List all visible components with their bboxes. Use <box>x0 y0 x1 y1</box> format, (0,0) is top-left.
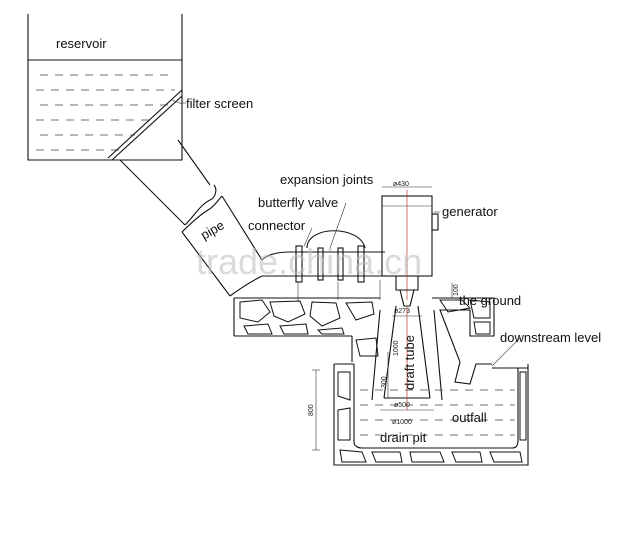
drain-pit <box>333 363 529 466</box>
pipe-label: pipe <box>198 217 227 242</box>
penstock-pipe <box>119 139 291 297</box>
filter-screen-label: filter screen <box>186 96 253 111</box>
reservoir-tank <box>27 14 183 161</box>
filter-screen <box>107 89 183 161</box>
expansion-joints-label: expansion joints <box>280 172 374 187</box>
horizontal-pipe <box>290 230 385 302</box>
dim-h300: 300 <box>381 376 388 388</box>
dim-d1000: ø1000 <box>392 419 412 426</box>
generator-label: generator <box>442 204 498 219</box>
ground-slab <box>233 297 495 385</box>
drain-pit-label: drain pit <box>380 430 427 445</box>
reservoir-label: reservoir <box>56 36 107 51</box>
dim-h1000: 1000 <box>393 340 400 356</box>
outfall-label: outfall <box>452 410 487 425</box>
dim-d273: ø273 <box>394 308 410 315</box>
leader-lines <box>182 102 521 367</box>
dimension-lines <box>312 283 453 451</box>
connector-label: connector <box>248 218 306 233</box>
watermark: trade.china.cn <box>196 241 422 282</box>
dim-d430: ø430 <box>393 181 409 188</box>
dim-h100: 100 <box>453 284 460 296</box>
draft-tube <box>371 305 443 411</box>
generator <box>381 186 439 307</box>
butterfly-valve-label: butterfly valve <box>258 195 338 210</box>
draft-tube-label: draft tube <box>402 335 417 390</box>
dim-h800: 800 <box>308 404 315 416</box>
the-ground-label: the ground <box>459 293 521 308</box>
dim-d500: ø500 <box>394 402 410 409</box>
downstream-level-label: downstream level <box>500 330 601 345</box>
